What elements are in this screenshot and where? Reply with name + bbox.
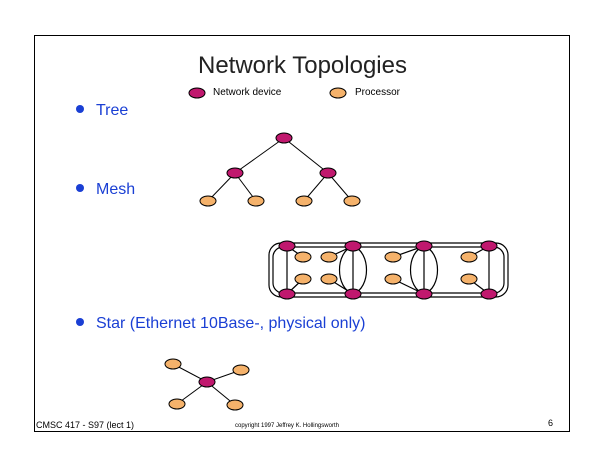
bullet-dot-icon	[76, 317, 84, 326]
tree-root-network-device	[275, 132, 293, 144]
mesh-processor	[294, 251, 312, 263]
star-processor	[168, 398, 186, 410]
page-number: 6	[548, 418, 554, 428]
mesh-diagram	[268, 242, 509, 298]
star-hub-network-device	[198, 376, 216, 388]
slide-title: Network Topologies	[197, 52, 407, 79]
legend-network-device-label: Network device	[213, 87, 282, 98]
bullet-dot-icon	[76, 104, 84, 113]
mesh-network-device	[278, 240, 296, 252]
footer-copyright: copyright 1997 Jeffrey K. Hollingsworth	[235, 423, 339, 429]
footer-course: CMSC 417 - S97 (lect 1)	[36, 420, 135, 430]
mesh-network-device	[480, 288, 498, 300]
bullet-tree-label: Tree	[96, 102, 129, 119]
mesh-network-device	[415, 288, 433, 300]
mesh-processor	[320, 273, 338, 285]
mesh-network-device	[344, 288, 362, 300]
mesh-network-device	[278, 288, 296, 300]
star-processor	[164, 358, 182, 370]
mesh-network-device	[480, 240, 498, 252]
legend-processor-icon	[329, 87, 347, 99]
tree-processor	[199, 195, 217, 207]
mesh-processor	[294, 273, 312, 285]
mesh-processor	[320, 251, 338, 263]
mesh-network-device	[415, 240, 433, 252]
tree-processor	[295, 195, 313, 207]
bullet-star-label: Star (Ethernet 10Base-, physical only)	[96, 315, 366, 332]
mesh-processor	[460, 251, 478, 263]
tree-processor	[247, 195, 265, 207]
tree-network-device	[226, 167, 244, 179]
star-processor	[232, 364, 250, 376]
bullet-star: Star (Ethernet 10Base-, physical only)	[76, 315, 365, 333]
slide-frame	[34, 35, 570, 432]
bullet-dot-icon	[76, 183, 84, 192]
mesh-processor	[384, 251, 402, 263]
star-processor	[226, 399, 244, 411]
tree-processor	[343, 195, 361, 207]
legend-network-device-icon	[188, 87, 206, 99]
legend-processor-label: Processor	[355, 87, 401, 98]
tree-network-device	[319, 167, 337, 179]
bullet-tree: Tree	[76, 102, 128, 120]
bullet-mesh-label: Mesh	[96, 181, 136, 198]
mesh-processor	[460, 273, 478, 285]
mesh-network-device	[344, 240, 362, 252]
mesh-processor	[384, 273, 402, 285]
bullet-mesh: Mesh	[76, 181, 135, 199]
